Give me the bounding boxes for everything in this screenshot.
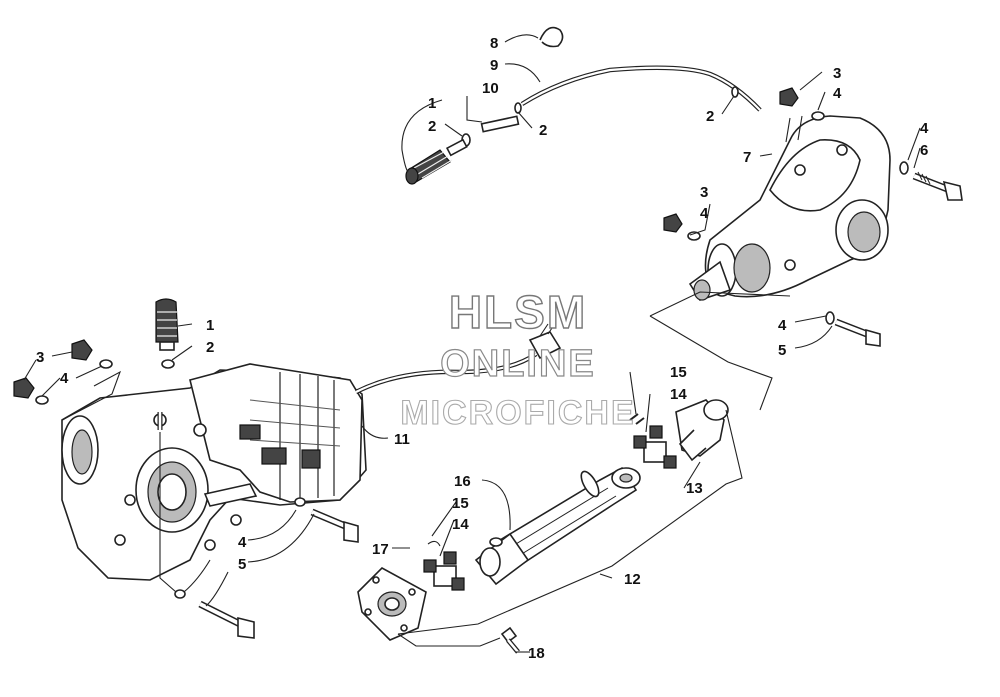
- cable-clip-8: [539, 26, 564, 48]
- watermark: HLSM ONLINE MICROFICHE: [400, 285, 635, 432]
- bolt-6: [899, 161, 963, 201]
- callout-5: 5: [238, 556, 246, 573]
- washer-4d: [35, 395, 49, 405]
- e-clip-2d: [161, 359, 175, 369]
- callout-13: 13: [686, 480, 703, 497]
- rear-gearcase-7: [649, 71, 963, 411]
- bolt-5b: [294, 497, 359, 543]
- u-joint-cross-14a: [633, 425, 677, 469]
- watermark-line3: MICROFICHE: [400, 394, 635, 432]
- callout-10: 10: [482, 80, 499, 97]
- callout-3: 3: [700, 184, 708, 201]
- callout-2: 2: [206, 339, 214, 356]
- callout-11: 11: [394, 431, 410, 448]
- shift-cable-assembly: [401, 26, 762, 185]
- callout-2: 2: [706, 108, 714, 125]
- callout-8: 8: [490, 35, 498, 52]
- callout-4: 4: [778, 317, 787, 334]
- callout-2: 2: [539, 122, 547, 139]
- callout-6: 6: [920, 142, 928, 159]
- callout-4: 4: [920, 120, 929, 137]
- snap-ring-15a: [629, 413, 639, 421]
- callout-labels: 8 9 10 1 2 2 2 3 4 4 6 7 3 4 4 5 1 2 3 4…: [36, 35, 929, 662]
- cable-rod-end-10: [480, 115, 520, 133]
- callout-14: 14: [452, 516, 469, 533]
- callout-2: 2: [428, 118, 436, 135]
- washer-4a: [811, 111, 825, 121]
- ref-line-middle: [649, 315, 773, 411]
- callout-7: 7: [743, 149, 751, 166]
- e-clip-2c: [731, 86, 739, 98]
- front-gearcase-assembly: [13, 298, 562, 639]
- driveshaft-assembly: [357, 371, 743, 654]
- callout-14: 14: [670, 386, 687, 403]
- nut-3a: [779, 87, 799, 107]
- callout-17: 17: [372, 541, 389, 558]
- washer-4c: [99, 359, 113, 369]
- watermark-line1: HLSM: [449, 286, 587, 338]
- callout-4: 4: [238, 534, 247, 551]
- callout-4: 4: [60, 370, 69, 387]
- callout-3: 3: [36, 349, 44, 366]
- nut-3b: [663, 213, 683, 233]
- callout-5: 5: [778, 342, 786, 359]
- u-joint-cross-14b: [423, 551, 465, 591]
- snap-ring-15b: [427, 540, 441, 547]
- bolt-18: [500, 626, 520, 654]
- nut-3c: [71, 339, 93, 361]
- washer-4b: [687, 231, 701, 241]
- callout-1: 1: [206, 317, 214, 334]
- shift-cable-9: [520, 65, 762, 112]
- ref-line-upper: [649, 291, 791, 317]
- callout-4: 4: [833, 85, 842, 102]
- callout-15: 15: [670, 364, 687, 381]
- flange-17: [357, 567, 427, 641]
- callout-18: 18: [528, 645, 545, 662]
- rubber-boot-1: [405, 138, 468, 185]
- callout-1: 1: [428, 95, 436, 112]
- callout-9: 9: [490, 57, 498, 74]
- callout-16: 16: [454, 473, 471, 490]
- callout-4: 4: [700, 205, 709, 222]
- e-clip-2b: [514, 102, 522, 114]
- watermark-line2: ONLINE: [440, 343, 596, 385]
- callout-3: 3: [833, 65, 841, 82]
- bolt-5a: [825, 311, 881, 347]
- callout-15: 15: [452, 495, 469, 512]
- callout-12: 12: [624, 571, 641, 588]
- nut-3d: [13, 377, 35, 399]
- rubber-boot-1b: [155, 298, 179, 351]
- bolt-5c: [174, 589, 255, 639]
